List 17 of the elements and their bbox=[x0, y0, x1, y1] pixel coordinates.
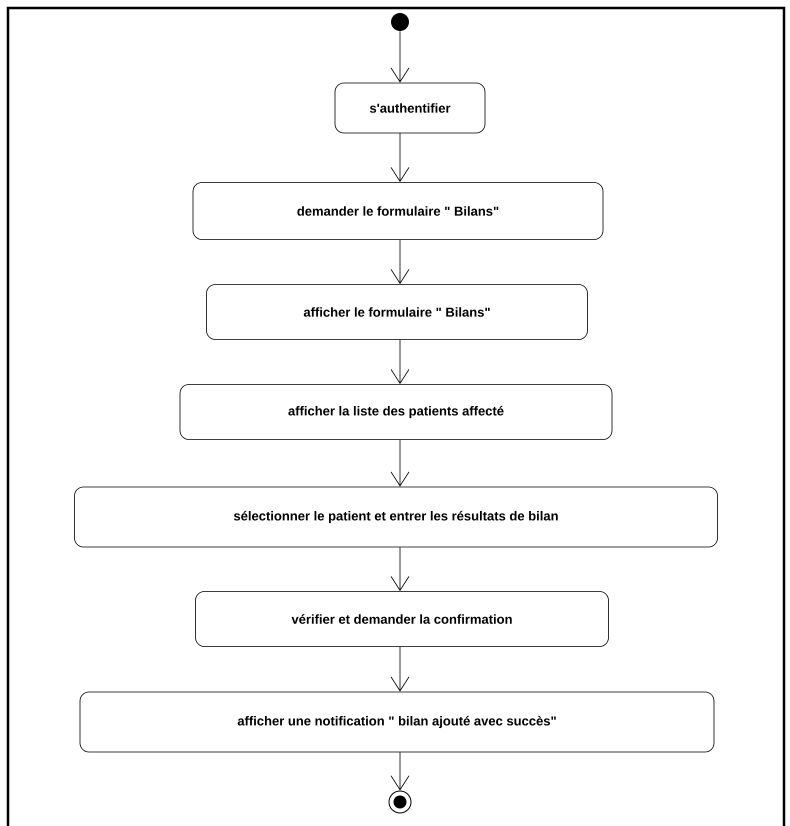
arrow bbox=[390, 440, 410, 487]
start-node bbox=[391, 13, 409, 31]
action-box: vérifier et demander la confirmation bbox=[195, 591, 609, 647]
action-box: sélectionner le patient et entrer les résultats de bilan bbox=[74, 486, 718, 548]
arrow bbox=[390, 752, 410, 790]
arrow bbox=[390, 133, 410, 182]
action-box: demander le formulaire " Bilans" bbox=[192, 182, 604, 240]
arrow bbox=[390, 240, 410, 284]
arrow bbox=[390, 340, 410, 384]
action-box: afficher une notification " bilan ajouté avec succès" bbox=[80, 692, 714, 752]
arrow bbox=[390, 547, 410, 592]
action-box: afficher la liste des patients affecté bbox=[180, 384, 612, 440]
action-box: s'authentifier bbox=[334, 82, 486, 134]
action-box: afficher le formulaire " Bilans" bbox=[206, 284, 588, 340]
arrow bbox=[390, 646, 410, 692]
arrow bbox=[390, 30, 410, 83]
end-node bbox=[388, 790, 412, 814]
